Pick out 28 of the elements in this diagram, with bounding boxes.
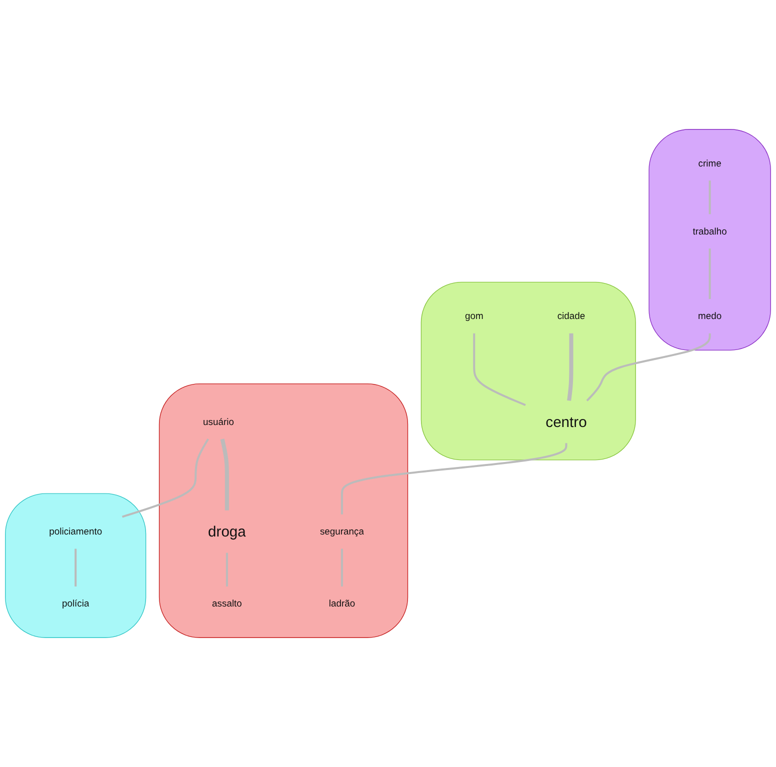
connector bbox=[708, 248, 711, 300]
node-text: ladrão bbox=[328, 598, 356, 609]
connector bbox=[226, 552, 228, 586]
node-text: cidade bbox=[557, 310, 586, 322]
cluster bbox=[5, 493, 146, 638]
node-text: gom bbox=[464, 310, 484, 322]
connector bbox=[340, 548, 343, 586]
node-text: medo bbox=[698, 310, 722, 322]
node-text: segurança bbox=[320, 526, 364, 537]
connector bbox=[122, 438, 210, 518]
node-text: crime bbox=[698, 158, 722, 168]
connector bbox=[567, 333, 574, 401]
node-text: polícia bbox=[62, 598, 90, 609]
connector bbox=[586, 333, 711, 402]
node-text: policiamento bbox=[49, 526, 102, 537]
cluster bbox=[420, 282, 636, 460]
connector bbox=[220, 438, 229, 510]
cluster bbox=[648, 129, 771, 351]
node-text: droga bbox=[208, 523, 246, 540]
cluster bbox=[158, 384, 408, 638]
node-text: usuário bbox=[203, 416, 234, 427]
node-text: centro bbox=[546, 413, 587, 430]
connector bbox=[473, 333, 526, 406]
connector bbox=[340, 443, 568, 514]
connector bbox=[74, 548, 77, 586]
node-text: trabalho bbox=[692, 226, 727, 236]
connector bbox=[708, 180, 711, 214]
node-text: assalto bbox=[212, 598, 242, 609]
